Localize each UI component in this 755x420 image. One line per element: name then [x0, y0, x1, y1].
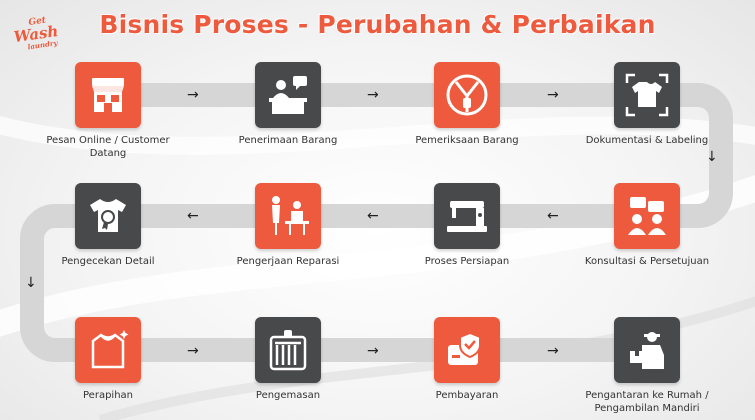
step-pengecekan-detail: Pengecekan Detail [28, 183, 188, 268]
arrow-left: ← [187, 208, 199, 224]
delivery-icon [614, 317, 680, 383]
step-pembayaran: Pembayaran [387, 317, 547, 402]
step-label: Pengerjaan Reparasi [236, 256, 340, 267]
step-label: Dokumentasi & Labeling [585, 135, 709, 146]
step-pesan-online: Pesan Online / Customer Datang [28, 62, 188, 160]
step-label: Pembayaran [435, 390, 499, 401]
arrow-left: ← [547, 208, 559, 224]
step-label: Konsultasi & Persetujuan [584, 256, 710, 267]
step-label: Pengecekan Detail [61, 256, 155, 267]
arrow-right: → [187, 87, 199, 103]
step-proses-persiapan: Proses Persiapan [387, 183, 547, 268]
step-label: Proses Persiapan [424, 256, 510, 267]
folded-shirt-icon [75, 317, 141, 383]
step-label: Pesan Online / Customer Datang [46, 135, 170, 159]
arrow-down: ↓ [25, 275, 37, 291]
step-konsultasi-persetujuan: Konsultasi & Persetujuan [567, 183, 727, 268]
step-label: Pemeriksaan Barang [415, 135, 519, 146]
arrow-down: ↓ [706, 149, 718, 165]
step-pengerjaan-reparasi: Pengerjaan Reparasi [208, 183, 368, 268]
storefront-icon [75, 62, 141, 128]
arrow-right: → [367, 343, 379, 359]
step-label: Penerimaan Barang [238, 135, 338, 146]
shirt-photo-icon [614, 62, 680, 128]
step-perapihan: Perapihan [28, 317, 188, 402]
step-label: Pengantaran ke Rumah / Pengambilan Mandi… [585, 390, 709, 414]
step-label: Pengemasan [255, 390, 321, 401]
garment-rack-icon [255, 317, 321, 383]
reception-desk-icon [255, 62, 321, 128]
payment-icon [434, 317, 500, 383]
shirt-badge-icon [75, 183, 141, 249]
page-title: Bisnis Proses - Perubahan & Perbaikan [99, 10, 656, 39]
step-pengantaran: Pengantaran ke Rumah / Pengambilan Mandi… [567, 317, 727, 415]
consultation-icon [614, 183, 680, 249]
arrow-right: → [547, 87, 559, 103]
arrow-left: ← [367, 208, 379, 224]
arrow-right: → [367, 87, 379, 103]
arrow-right: → [187, 343, 199, 359]
zipper-icon [434, 62, 500, 128]
step-label: Perapihan [83, 390, 133, 401]
step-dokumentasi-labeling: Dokumentasi & Labeling [567, 62, 727, 147]
tailor-icon [255, 183, 321, 249]
arrow-right: → [547, 343, 559, 359]
step-penerimaan-barang: Penerimaan Barang [208, 62, 368, 147]
step-pengemasan: Pengemasan [208, 317, 368, 402]
sewing-machine-icon [434, 183, 500, 249]
step-pemeriksaan-barang: Pemeriksaan Barang [387, 62, 547, 147]
